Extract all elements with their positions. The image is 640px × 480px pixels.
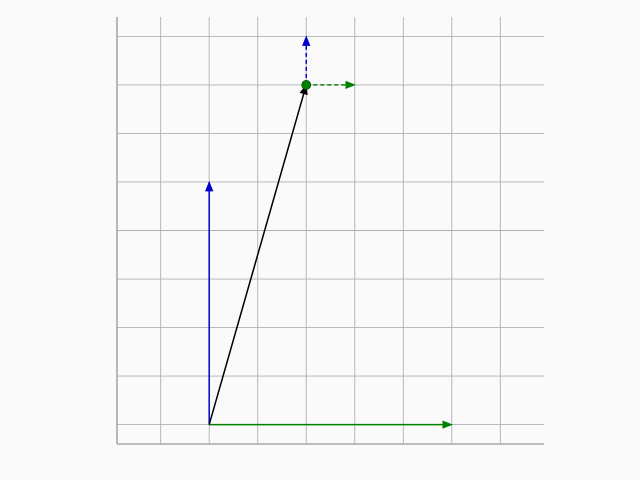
points bbox=[301, 80, 312, 90]
vectors bbox=[204, 35, 453, 429]
point-tip bbox=[301, 80, 312, 90]
vector-sum bbox=[208, 83, 308, 425]
axes bbox=[116, 17, 544, 445]
grid bbox=[117, 17, 544, 444]
